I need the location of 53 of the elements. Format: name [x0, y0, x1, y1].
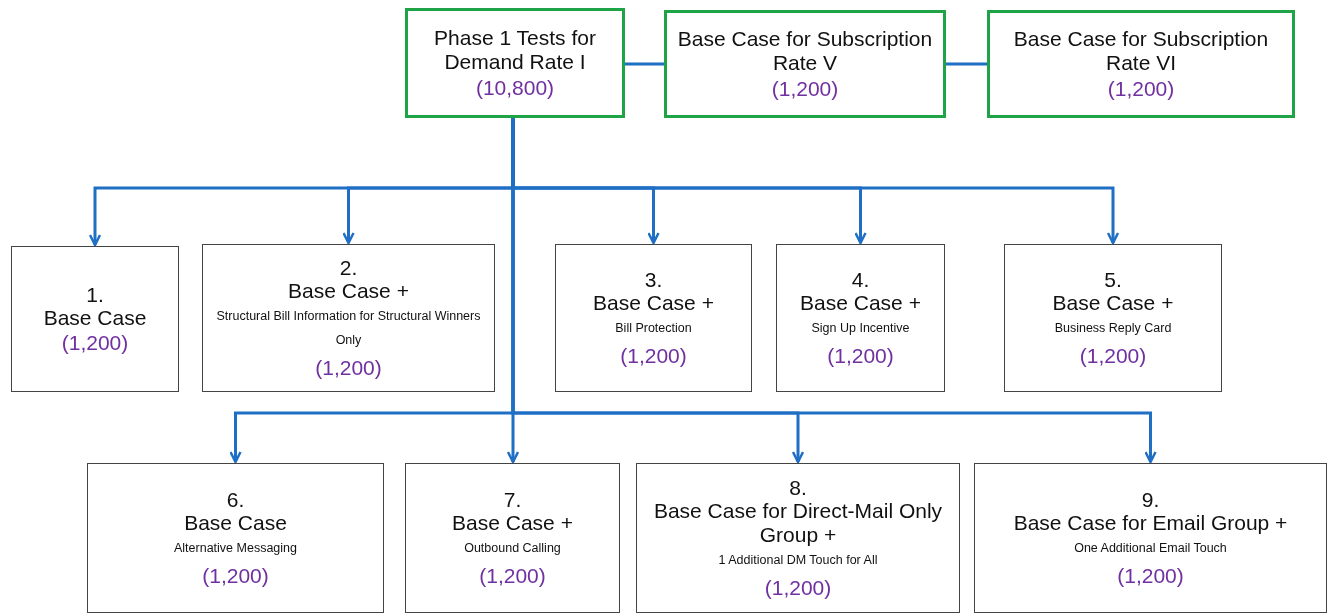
- test-group-box: [987, 10, 1295, 118]
- sample-size: (10,800): [475, 74, 555, 100]
- test-cell-box: [202, 244, 495, 392]
- test-group-box: [405, 8, 625, 118]
- case-description: Bill Protection: [615, 320, 692, 338]
- sample-size: (1,200): [1117, 562, 1184, 589]
- sample-size: (1,200): [771, 75, 839, 101]
- case-number: 9.: [1141, 487, 1160, 511]
- sample-size: (1,200): [764, 574, 832, 601]
- group-title: Base Case for Subscription Rate VI: [1012, 27, 1270, 76]
- case-number: 4.: [851, 267, 870, 291]
- case-description: Alternative Messaging: [174, 540, 297, 558]
- case-title: Base Case +: [288, 279, 409, 304]
- case-description: Sign Up Incentive: [811, 320, 910, 338]
- sample-size: (1,200): [61, 330, 129, 356]
- case-title: Base Case for Direct-Mail Only Group +: [652, 498, 944, 548]
- group-title: Base Case for Subscription Rate V: [676, 27, 934, 76]
- test-cell-box: [11, 246, 179, 392]
- sample-size: (1,200): [479, 562, 546, 589]
- case-number: 5.: [1104, 267, 1122, 291]
- case-description: 1 Additional DM Touch for All: [718, 552, 878, 570]
- sample-size: (1,200): [827, 342, 894, 369]
- test-cell-box: [776, 244, 945, 392]
- case-number: 1.: [86, 282, 104, 306]
- test-group-box: [664, 10, 946, 118]
- case-title: Base Case +: [1052, 291, 1174, 316]
- test-cell-box: [636, 463, 960, 613]
- test-cell-box: [555, 244, 752, 392]
- test-cell-box: [87, 463, 384, 613]
- case-title: Base Case +: [452, 511, 573, 536]
- case-number: 2.: [339, 256, 358, 280]
- sample-size: (1,200): [1079, 342, 1147, 369]
- sample-size: (1,200): [1107, 75, 1175, 101]
- sample-size: (1,200): [315, 354, 382, 380]
- case-description: Business Reply Card: [1054, 320, 1172, 338]
- case-number: 8.: [789, 475, 807, 499]
- case-title: Base Case: [184, 511, 287, 536]
- test-cell-box: [1004, 244, 1222, 392]
- sample-size: (1,200): [620, 342, 687, 369]
- case-description: Outbound Calling: [464, 540, 561, 558]
- case-number: 6.: [226, 487, 245, 511]
- case-title: Base Case for Email Group +: [1013, 511, 1288, 536]
- case-title: Base Case +: [593, 291, 714, 316]
- case-number: 3.: [644, 267, 663, 291]
- case-description: One Additional Email Touch: [1074, 540, 1227, 558]
- test-cell-box: [405, 463, 620, 613]
- group-title: Phase 1 Tests for Demand Rate I: [433, 26, 597, 75]
- case-title: Base Case +: [800, 291, 921, 316]
- case-number: 7.: [503, 487, 522, 511]
- sample-size: (1,200): [202, 562, 269, 589]
- case-description: Structural Bill Information for Structural Winners Only: [215, 308, 482, 349]
- test-cell-box: [974, 463, 1327, 613]
- case-title: Base Case: [43, 305, 147, 330]
